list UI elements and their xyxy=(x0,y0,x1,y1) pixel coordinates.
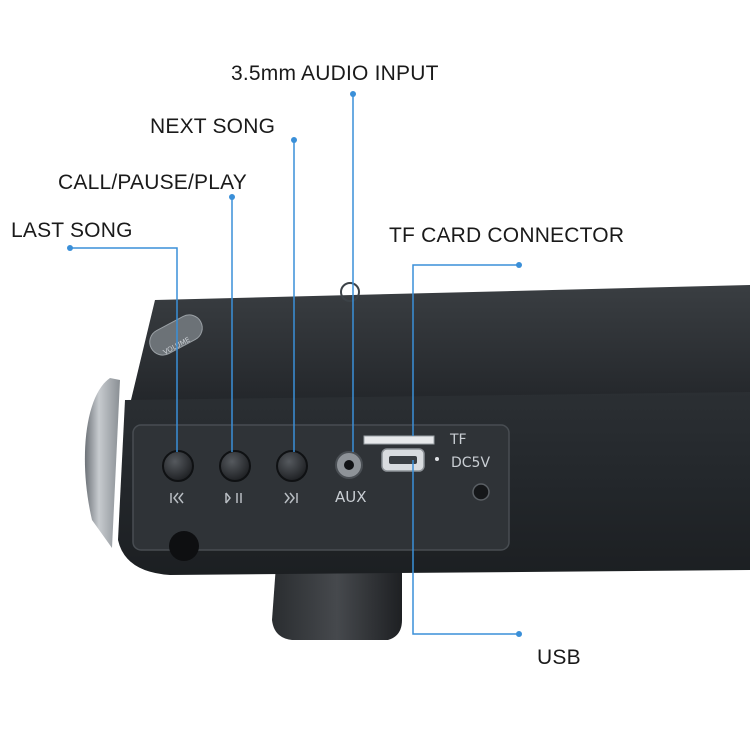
aux-label: AUX xyxy=(335,488,367,506)
dc-port-graphic xyxy=(472,483,490,501)
logo-mark xyxy=(340,282,360,302)
top-surface xyxy=(125,285,750,425)
usb-callout: USB xyxy=(537,646,581,669)
speaker-port xyxy=(169,531,199,561)
volume-badge xyxy=(149,314,203,356)
play-button-graphic xyxy=(219,450,251,482)
tf-label: TF xyxy=(449,432,467,448)
stand-foot xyxy=(272,565,402,640)
next-song-callout: NEXT SONG xyxy=(150,115,276,138)
tf-slot-graphic xyxy=(363,435,435,445)
call-pause-play-callout: CALL/PAUSE/PLAY xyxy=(58,171,247,194)
audio-input-callout: 3.5mm AUDIO INPUT xyxy=(231,62,439,85)
last-song-button-graphic xyxy=(162,450,194,482)
tf-card-callout: TF CARD CONNECTOR xyxy=(389,224,625,247)
next-track-icon xyxy=(284,492,298,504)
silver-end-cap xyxy=(84,378,120,548)
previous-track-icon xyxy=(170,492,184,504)
play-pause-icon xyxy=(225,492,242,504)
dc-label: DC5V xyxy=(451,455,490,471)
leader-lines xyxy=(67,91,522,637)
next-song-button-graphic xyxy=(276,450,308,482)
last-song-callout: LAST SONG xyxy=(11,219,133,242)
